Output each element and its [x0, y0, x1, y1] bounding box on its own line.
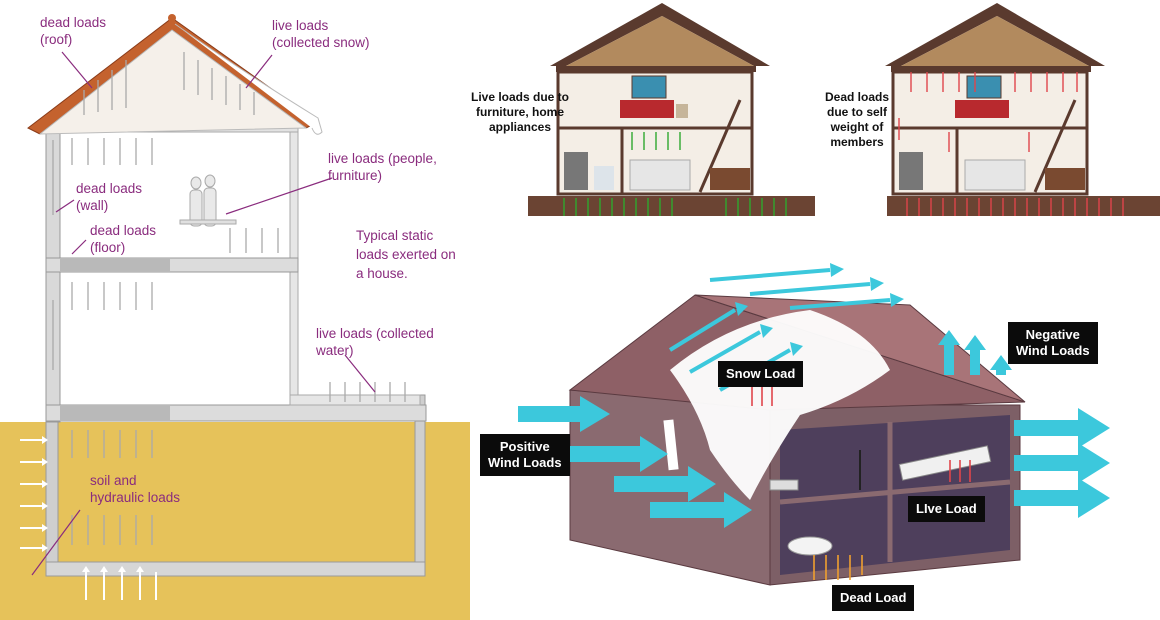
- soil-area: [0, 422, 470, 620]
- label-dead-loads-self-weight: Dead loads due to self weight of members: [824, 90, 890, 149]
- house-cross-section-panel: dead loads (roof) live loads (collected …: [0, 0, 470, 620]
- label-soil-hydraulic-loads: soil and hydraulic loads: [90, 473, 181, 505]
- dead-loads-house-panel: Dead loads due to self weight of members: [815, 0, 1160, 220]
- live-loads-house-panel: Live loads due to furniture, home applia…: [470, 0, 815, 220]
- label-live-loads-furniture: Live loads due to furniture, home applia…: [470, 90, 569, 134]
- red-load-arrows: [898, 72, 1124, 216]
- wind-arrows: [518, 330, 1110, 528]
- wind-snow-load-house-drawing: [518, 263, 1110, 586]
- wind-snow-load-house-panel: Positive Wind Loads Negative Wind Loads …: [470, 250, 1160, 620]
- caption-typical-static-loads: Typical static loads exerted on a house.: [356, 228, 456, 281]
- label-live-loads-people: live loads (people, furniture): [328, 151, 437, 183]
- tag-live-load: LIve Load: [908, 496, 985, 522]
- gray-load-arrows: [52, 52, 406, 545]
- tag-snow-load: Snow Load: [718, 361, 804, 387]
- tag-positive-wind-loads: Positive Wind Loads: [480, 434, 570, 476]
- label-dead-loads-floor: dead loads (floor): [90, 223, 157, 255]
- green-load-arrows: [563, 132, 787, 216]
- house-cross-section-drawing: [0, 14, 470, 620]
- label-live-loads-water: live loads (collected water): [316, 326, 434, 358]
- snow-patch: [670, 310, 890, 500]
- soil-arrowheads: [42, 436, 144, 572]
- dead-loads-house-drawing: [885, 3, 1160, 216]
- live-loads-house-drawing: [528, 3, 815, 216]
- label-dead-loads-roof: dead loads (roof): [40, 15, 107, 47]
- label-live-loads-snow: live loads (collected snow): [272, 18, 370, 50]
- roof-wind-arrows: [668, 268, 891, 392]
- leader-lines: [31, 51, 376, 576]
- tag-negative-wind-loads: Negative Wind Loads: [1008, 322, 1098, 364]
- tag-dead-load: Dead Load: [832, 585, 915, 611]
- soil-pressure-arrows: [20, 439, 157, 600]
- label-dead-loads-wall: dead loads (wall): [76, 181, 143, 213]
- orange-load-arrows: [813, 555, 863, 580]
